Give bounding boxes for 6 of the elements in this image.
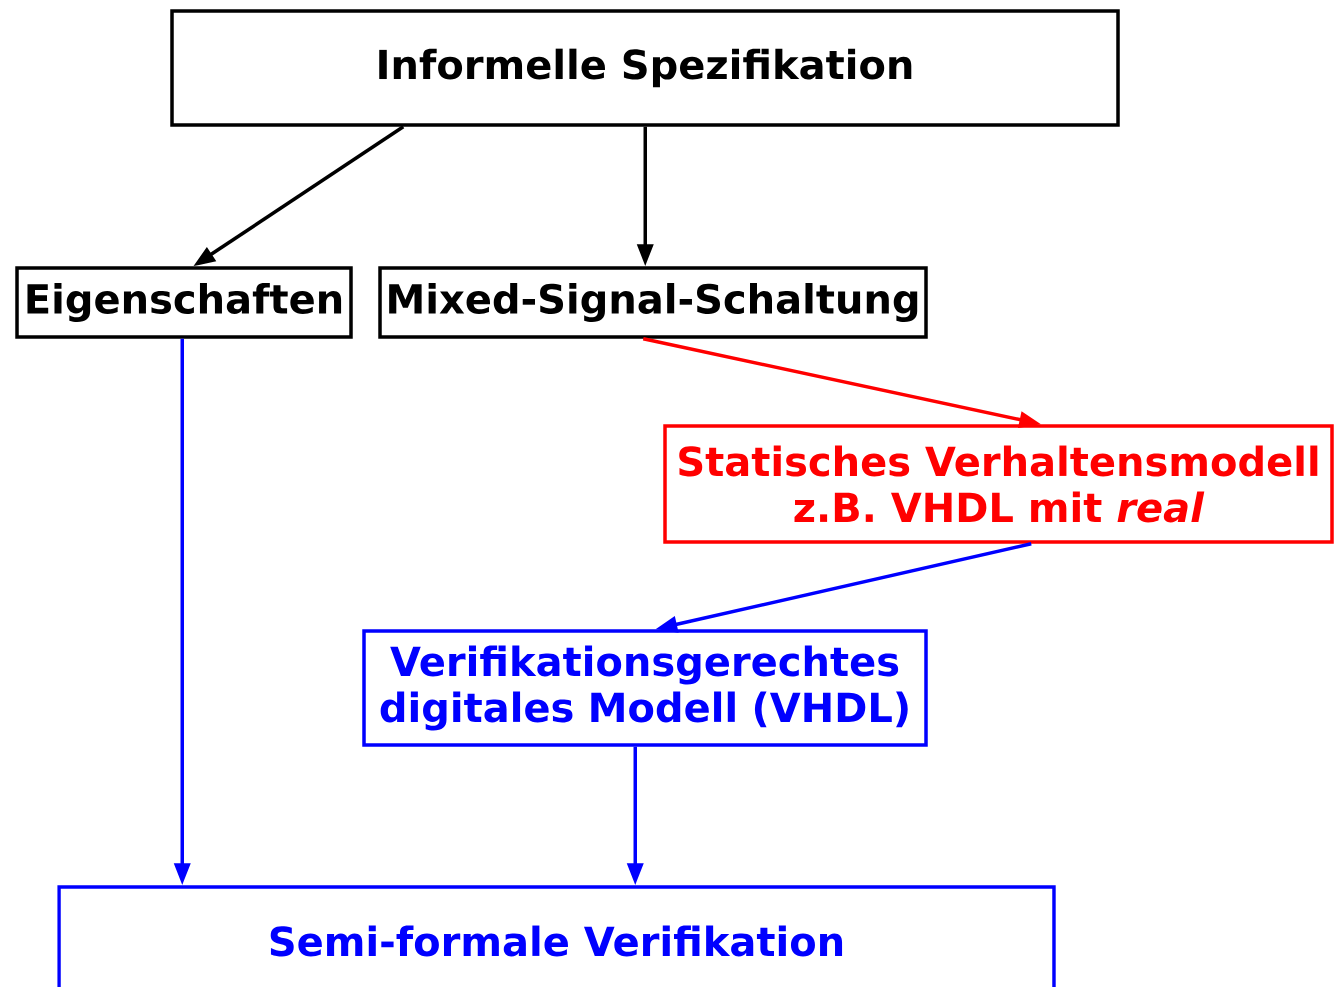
verification-box: Semi-formale Verifikation (57, 885, 1056, 987)
process-box: Mixed-Signal-Schaltung (378, 266, 928, 339)
model-box: Statisches Verhaltensmodell z.B. VHDL mit real (663, 424, 1334, 544)
process-box: Informelle Spezifikation (170, 9, 1120, 127)
process-box: Eigenschaften (15, 266, 353, 339)
process-box: Verifikationsgerechtes digitales Modell (VHDL) (362, 629, 928, 747)
